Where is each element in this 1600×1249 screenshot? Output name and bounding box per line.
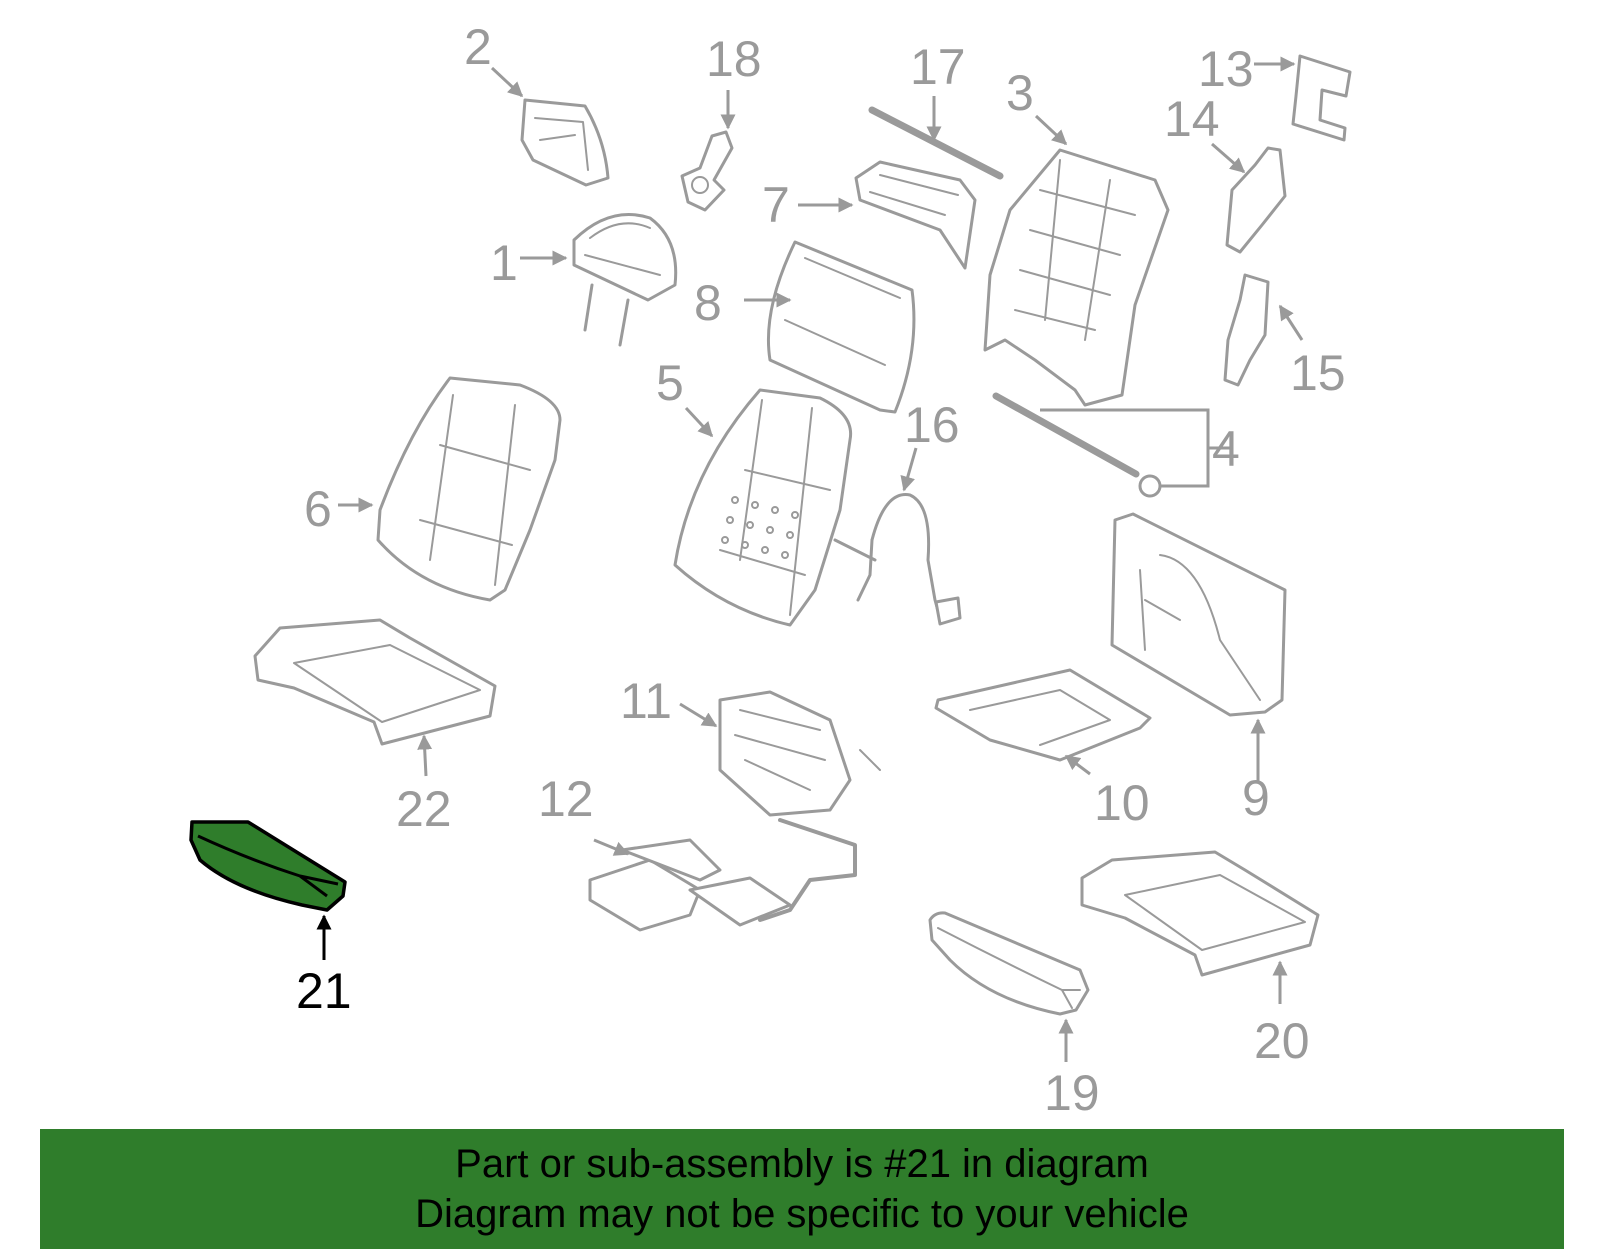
part-9-back-board[interactable]: [1110, 512, 1287, 717]
part-10-seat-pan[interactable]: [934, 668, 1152, 762]
callout-22: 22: [396, 781, 452, 837]
callout-4: 4: [1212, 421, 1240, 477]
part-14-hinge[interactable]: [1225, 146, 1287, 254]
callout-18: 18: [706, 31, 762, 87]
banner-line-1: Part or sub-assembly is #21 in diagram: [455, 1142, 1149, 1186]
leader-16: [900, 447, 918, 492]
callout-3: 3: [1006, 65, 1034, 121]
part-20-seat-cushion[interactable]: [1080, 850, 1320, 977]
part-5-perforated-cover[interactable]: [673, 388, 853, 627]
part-18-recliner-bracket[interactable]: [680, 130, 734, 212]
callout-17: 17: [910, 39, 966, 95]
leader-4: [1040, 408, 1230, 488]
part-21-front-cushion-pad[interactable]: [189, 820, 347, 912]
part-15-side-bracket[interactable]: [1223, 273, 1270, 387]
part-7-back-panel[interactable]: [854, 160, 977, 270]
callout-16: 16: [904, 397, 960, 453]
part-8-seatback-pad[interactable]: [766, 240, 916, 414]
leader-3: [1034, 114, 1068, 146]
part-11-blower-unit[interactable]: [718, 690, 881, 817]
callout-14: 14: [1164, 91, 1220, 147]
banner-line-2: Diagram may not be specific to your vehi…: [415, 1192, 1189, 1236]
callout-2: 2: [464, 19, 492, 75]
info-banner: Part or sub-assembly is #21 in diagram D…: [40, 1129, 1564, 1249]
callout-7: 7: [762, 177, 790, 233]
callout-8: 8: [694, 275, 722, 331]
callout-11: 11: [620, 673, 672, 729]
callout-12: 12: [538, 771, 594, 827]
part-2-headrest-cover[interactable]: [520, 98, 610, 187]
callout-15: 15: [1290, 345, 1346, 401]
leader-15: [1278, 304, 1304, 341]
part-22-seat-cushion-cover[interactable]: [253, 618, 497, 746]
part-16-harness[interactable]: [833, 493, 962, 626]
leader-11: [679, 702, 718, 728]
part-12-cushion-mats[interactable]: [588, 818, 857, 932]
callout-20: 20: [1254, 1013, 1310, 1069]
part-17-trim-strip[interactable]: [868, 106, 1004, 180]
callout-10: 10: [1094, 775, 1150, 831]
callout-9: 9: [1242, 770, 1270, 826]
part-19-front-cushion-pad[interactable]: [928, 911, 1090, 1016]
callout-19: 19: [1044, 1065, 1100, 1121]
part-3-seatback-frame[interactable]: [983, 148, 1170, 407]
part-13-clip[interactable]: [1291, 54, 1352, 142]
leader-10: [1064, 754, 1091, 776]
leader-14: [1211, 142, 1246, 174]
leader-22: [417, 734, 433, 777]
leader-5: [684, 406, 714, 438]
leader-2: [490, 66, 524, 98]
callout-21: 21: [296, 963, 352, 1019]
callout-13: 13: [1198, 41, 1254, 97]
part-6-seatback-cover[interactable]: [376, 376, 562, 602]
leader-12: [593, 838, 630, 856]
callout-6: 6: [304, 481, 332, 537]
callout-5: 5: [656, 355, 684, 411]
part-1-headrest[interactable]: [572, 213, 678, 347]
callout-1: 1: [490, 235, 518, 291]
